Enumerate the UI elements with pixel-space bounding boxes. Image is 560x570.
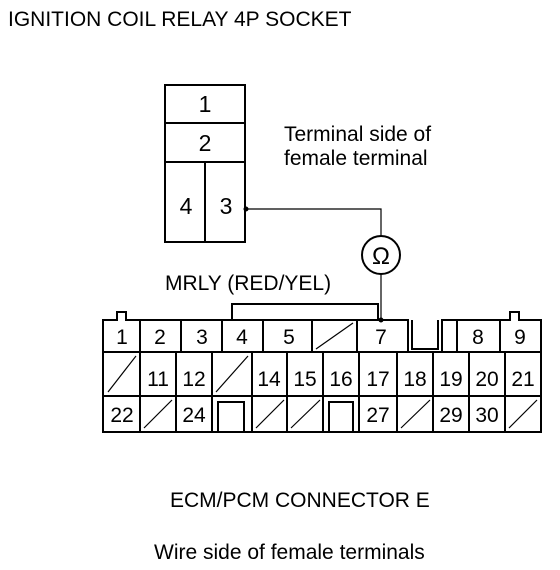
pin-18: 18 bbox=[403, 368, 426, 391]
blank-cell-slash bbox=[107, 355, 137, 393]
pin-24: 24 bbox=[182, 404, 206, 427]
connector-note: Wire side of female terminals bbox=[154, 541, 425, 564]
pin-17: 17 bbox=[366, 368, 389, 391]
pin-19: 19 bbox=[439, 368, 462, 391]
wire-label: MRLY (RED/YEL) bbox=[165, 272, 331, 295]
connector-outline bbox=[102, 311, 542, 433]
pin-7: 7 bbox=[375, 326, 387, 349]
ecm-connector: 1 2 3 4 5 7 8 9 11 12 14 15 16 17 1 bbox=[102, 311, 542, 433]
ohm-symbol: Ω bbox=[372, 243, 390, 270]
wire-bracket bbox=[231, 303, 379, 320]
pin-4: 4 bbox=[236, 326, 248, 349]
pin-8: 8 bbox=[472, 326, 484, 349]
pin-14: 14 bbox=[257, 368, 281, 391]
pin-27: 27 bbox=[366, 404, 389, 427]
test-leads: Ω bbox=[243, 206, 401, 323]
pin-3: 3 bbox=[196, 326, 208, 349]
pin-15: 15 bbox=[293, 368, 316, 391]
row2-dividers bbox=[139, 352, 506, 396]
pin-22: 22 bbox=[110, 404, 133, 427]
pin-29: 29 bbox=[439, 404, 462, 427]
diagram-title: IGNITION COIL RELAY 4P SOCKET bbox=[8, 8, 352, 31]
pin-9: 9 bbox=[514, 326, 526, 349]
relay-terminal-3: 3 bbox=[220, 193, 233, 219]
blank-cell-slash bbox=[290, 399, 321, 429]
pin-11: 11 bbox=[147, 368, 169, 391]
pin-1: 1 bbox=[116, 326, 128, 349]
pin-12: 12 bbox=[182, 368, 205, 391]
pin-30: 30 bbox=[475, 404, 498, 427]
connector-key bbox=[411, 320, 439, 350]
lead-wire-relay bbox=[246, 208, 382, 237]
pin-2: 2 bbox=[154, 326, 166, 349]
blank-cell-slash bbox=[255, 399, 285, 429]
row3-dividers bbox=[139, 396, 506, 432]
pin-21: 21 bbox=[511, 368, 534, 391]
blank-cell-slash bbox=[508, 399, 538, 429]
relay-terminal-1: 1 bbox=[199, 91, 212, 117]
blank-cell-slash bbox=[143, 399, 173, 429]
pin-5: 5 bbox=[283, 326, 295, 349]
pin-20: 20 bbox=[475, 368, 498, 391]
relay-note-line2: female terminal bbox=[284, 147, 428, 170]
connector-name: ECM/PCM CONNECTOR E bbox=[170, 489, 430, 512]
row1-dividers bbox=[139, 320, 501, 352]
blank-cell-slash bbox=[400, 399, 431, 429]
connector-key bbox=[328, 401, 354, 432]
blank-cell-slash bbox=[215, 355, 249, 393]
relay-terminal-4: 4 bbox=[180, 193, 193, 219]
relay-socket: 1 2 4 3 bbox=[164, 84, 246, 243]
blank-cell-slash bbox=[315, 322, 354, 350]
connector-key bbox=[217, 401, 245, 432]
pin-16: 16 bbox=[329, 368, 352, 391]
relay-note-line1: Terminal side of bbox=[284, 123, 431, 146]
relay-terminal-2: 2 bbox=[199, 130, 212, 156]
